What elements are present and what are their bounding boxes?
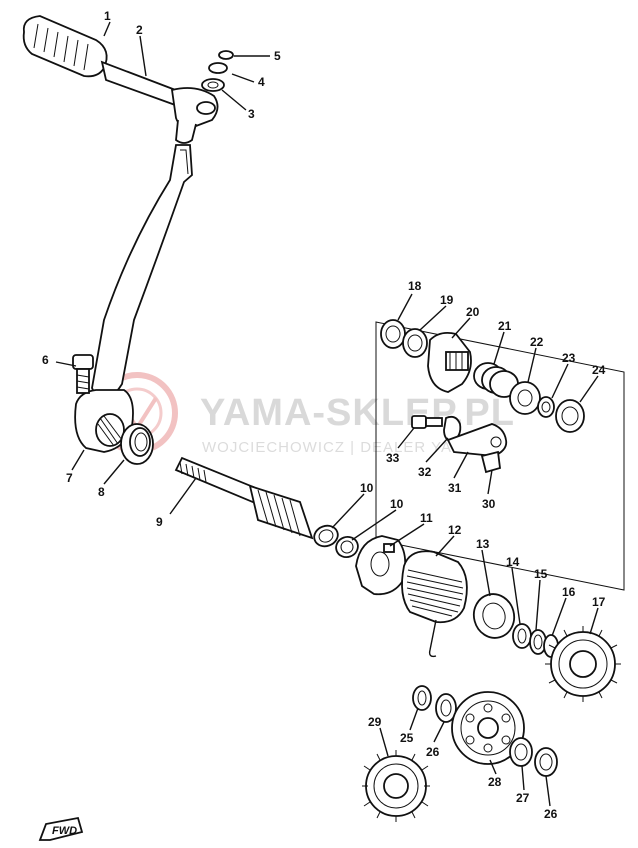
ratchet-assembly — [380, 319, 585, 433]
callout-26a: 26 — [426, 745, 440, 759]
fwd-label: FWD — [52, 825, 77, 837]
callout-4: 4 — [258, 75, 265, 89]
callout-20: 20 — [466, 305, 480, 319]
callout-30: 30 — [482, 497, 496, 511]
callout-26b: 26 — [544, 807, 558, 821]
callout-23: 23 — [562, 351, 576, 365]
torsion-spring — [401, 550, 468, 658]
kick-arm — [100, 60, 219, 144]
callout-25: 25 — [400, 731, 414, 745]
idle-gear-group — [362, 685, 558, 822]
subassembly-frame — [375, 321, 625, 591]
arm-bolt-washers — [201, 50, 234, 92]
oil-seal — [120, 423, 154, 465]
callout-19: 19 — [440, 293, 454, 307]
callout-3: 3 — [248, 107, 255, 121]
fwd-marker: FWD — [38, 816, 84, 841]
kick-lever — [74, 144, 193, 453]
kick-grip — [22, 15, 108, 78]
spring-cover — [472, 593, 516, 639]
leader-lines — [55, 21, 599, 807]
callout-5: 5 — [274, 49, 281, 63]
callout-9: 10 — [360, 481, 374, 495]
callout-16: 9 — [156, 515, 163, 529]
ratchet-stopper — [411, 415, 508, 474]
watermark-brand: YAMA-SKLEP.PL — [200, 392, 515, 434]
callout-11: 11 — [420, 511, 433, 525]
callout-6: 1 — [104, 9, 111, 23]
callout-numbers: 1 2 3 4 5 6 7 8 9 10 10 11 12 13 14 15 1… — [42, 9, 606, 821]
callout-31: 31 — [448, 481, 462, 495]
watermark-tagline: WOJCIECHOWICZ | DEALER YAMAHA — [202, 439, 499, 456]
callout-15: 16 — [562, 585, 576, 599]
callout-24: 24 — [592, 363, 606, 377]
lever-bolt — [72, 354, 94, 394]
callout-10a: 10 — [390, 497, 404, 511]
callout-32: 32 — [418, 465, 432, 479]
kick-axle — [174, 456, 314, 540]
callout-27: 27 — [516, 791, 530, 805]
axle-washers — [313, 524, 359, 559]
callout-18: 18 — [408, 279, 422, 293]
callout-22: 22 — [530, 335, 544, 349]
callout-8: 8 — [98, 485, 105, 499]
callout-1: 7 — [66, 471, 73, 485]
callout-33: 33 — [386, 451, 400, 465]
callout-14: 15 — [534, 567, 548, 581]
callout-12: 12 — [448, 523, 462, 537]
callout-21: 21 — [498, 319, 512, 333]
kick-gear — [545, 626, 621, 702]
callout-13: 13 — [476, 537, 490, 551]
callout-17: 17 — [592, 595, 606, 609]
callout-28: 28 — [488, 775, 502, 789]
callout-29: 29 — [368, 715, 382, 729]
callout-2: 2 — [136, 23, 143, 37]
watermark: YAMA-SKLEP.PL WOJCIECHOWICZ | DEALER YAM… — [96, 372, 515, 456]
spring-guide — [355, 535, 407, 596]
callout-10b: 14 — [506, 555, 520, 569]
callout-7: 6 — [42, 353, 49, 367]
